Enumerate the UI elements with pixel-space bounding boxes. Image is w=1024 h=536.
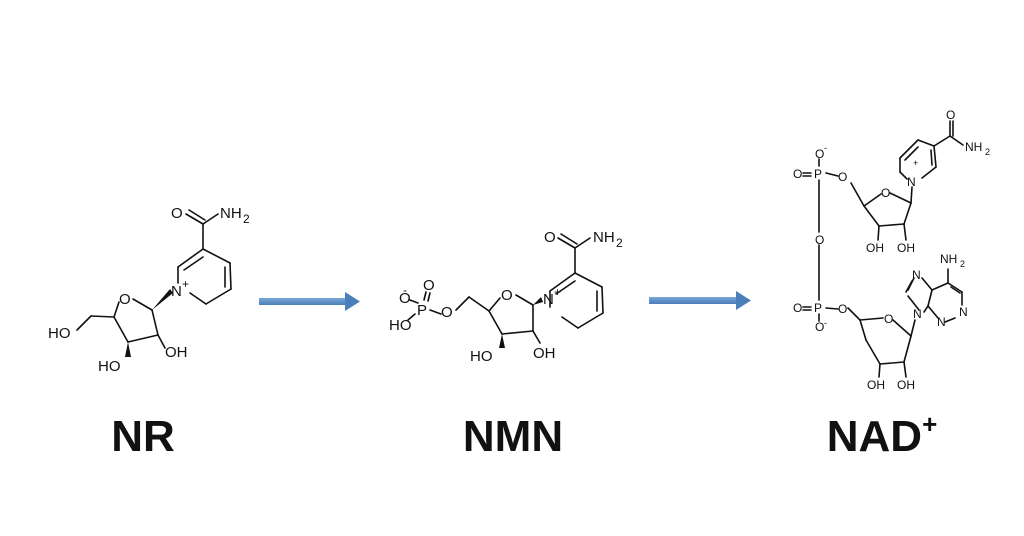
label-nmn: NMN [463, 412, 563, 461]
nmn-phosphate-ho: HO [389, 317, 412, 334]
nmn-glycosidic-wedge [533, 297, 543, 305]
nad-adenine-n9: N [913, 307, 922, 321]
nr-amide-sub: 2 [243, 212, 250, 226]
nad-p1-charge: - [824, 143, 827, 153]
nad-ester-o-top: O [838, 170, 847, 184]
label-nad-text: NAD [827, 412, 922, 461]
nmn-ribose-ring [455, 294, 541, 344]
nmn-phosphorus: P [417, 302, 427, 319]
nmn-amide-sub: 2 [616, 236, 623, 250]
nr-amide-nh: NH [220, 205, 242, 222]
nmn-pyridinium-ring [549, 272, 604, 329]
nad-pyridinium-ring [899, 139, 937, 180]
nmn-structure: O NH 2 N + O HO OH O P O - [389, 229, 623, 365]
nad-adenine-n3: N [937, 315, 946, 329]
nad-p1-o-minus: O [815, 147, 824, 161]
nad-amide-nh: NH [965, 140, 982, 154]
nr-structure: O NH 2 N + O HO HO OH [48, 205, 250, 375]
nr-ribose-o: O [119, 291, 131, 308]
nmn-carboxamide [557, 233, 591, 274]
nr-carboxamide [185, 209, 219, 250]
nmn-c2-oh: OH [533, 345, 556, 362]
nr-c3-wedge [125, 342, 131, 357]
nmn-ring-n: N [543, 291, 554, 308]
nad-adenine-rings [905, 268, 963, 323]
nmn-carbonyl-o: O [544, 229, 556, 246]
arrow-nmn-to-nad [649, 291, 751, 310]
nad-p2: P [814, 301, 822, 315]
nmn-phosphate-bonds [407, 291, 442, 321]
nmn-ribose-o: O [501, 287, 513, 304]
nad-amide-sub: 2 [985, 147, 990, 157]
nr-c5-ho: HO [48, 325, 71, 342]
nr-carbonyl-o: O [171, 205, 183, 222]
nad-amino-sub: 2 [960, 259, 965, 269]
nad-p2-charge: - [824, 318, 827, 328]
nmn-phosphate-o-double: O [423, 277, 435, 294]
nmn-phosphate-charge: - [403, 283, 407, 297]
nad-bottom-ribose-o: O [884, 312, 893, 326]
nad-adenine-n7: N [912, 268, 921, 282]
nr-c2-oh: OH [165, 344, 188, 361]
nmn-ring-n-charge: + [554, 285, 561, 299]
nr-ribose-ring [76, 298, 166, 349]
nad-carboxamide [933, 120, 964, 147]
nmn-c3-wedge [499, 334, 505, 348]
nad-bridge-o: O [815, 233, 824, 247]
nad-top-c2-oh: OH [897, 241, 915, 255]
nad-bottom-c3-oh: OH [867, 378, 885, 392]
label-nad-superscript: + [922, 409, 937, 439]
nmn-ester-o: O [441, 304, 453, 321]
nr-pyridinium-ring [177, 248, 232, 305]
nad-amino-nh: NH [940, 252, 957, 266]
nad-top-ribose-o: O [881, 186, 890, 200]
nad-ring-n-charge: + [913, 158, 918, 168]
nad-p2-o-minus: O [815, 320, 824, 334]
nad-top-ribose [850, 182, 913, 241]
nad-ring-n: N [907, 175, 916, 189]
nad-adenine-n1: N [959, 305, 968, 319]
nad-p1: P [814, 167, 822, 181]
nr-ring-n-charge: + [182, 277, 189, 291]
nad-p1-o-double: O [793, 167, 802, 181]
nr-ring-n: N [171, 283, 182, 300]
nad-bottom-ribose [847, 307, 916, 378]
nad-bottom-c2-oh: OH [897, 378, 915, 392]
nad-structure: O NH 2 N + O OH OH O [793, 108, 990, 392]
nad-pyrophosphate-bonds [802, 158, 839, 322]
label-nr: NR [111, 412, 175, 461]
nr-c3-ho: HO [98, 358, 121, 375]
nr-glycosidic-wedge [152, 289, 173, 310]
nmn-phosphate-o-minus: O [399, 290, 411, 307]
nad-top-c3-oh: OH [866, 241, 884, 255]
arrow-nr-to-nmn [259, 292, 360, 311]
nad-carbonyl-o: O [946, 108, 955, 122]
nmn-amide-nh: NH [593, 229, 615, 246]
label-nad: NAD+ [827, 409, 938, 461]
nad-ester-o-bottom: O [838, 302, 847, 316]
nmn-c3-ho: HO [470, 348, 493, 365]
nad-p2-o-double: O [793, 301, 802, 315]
